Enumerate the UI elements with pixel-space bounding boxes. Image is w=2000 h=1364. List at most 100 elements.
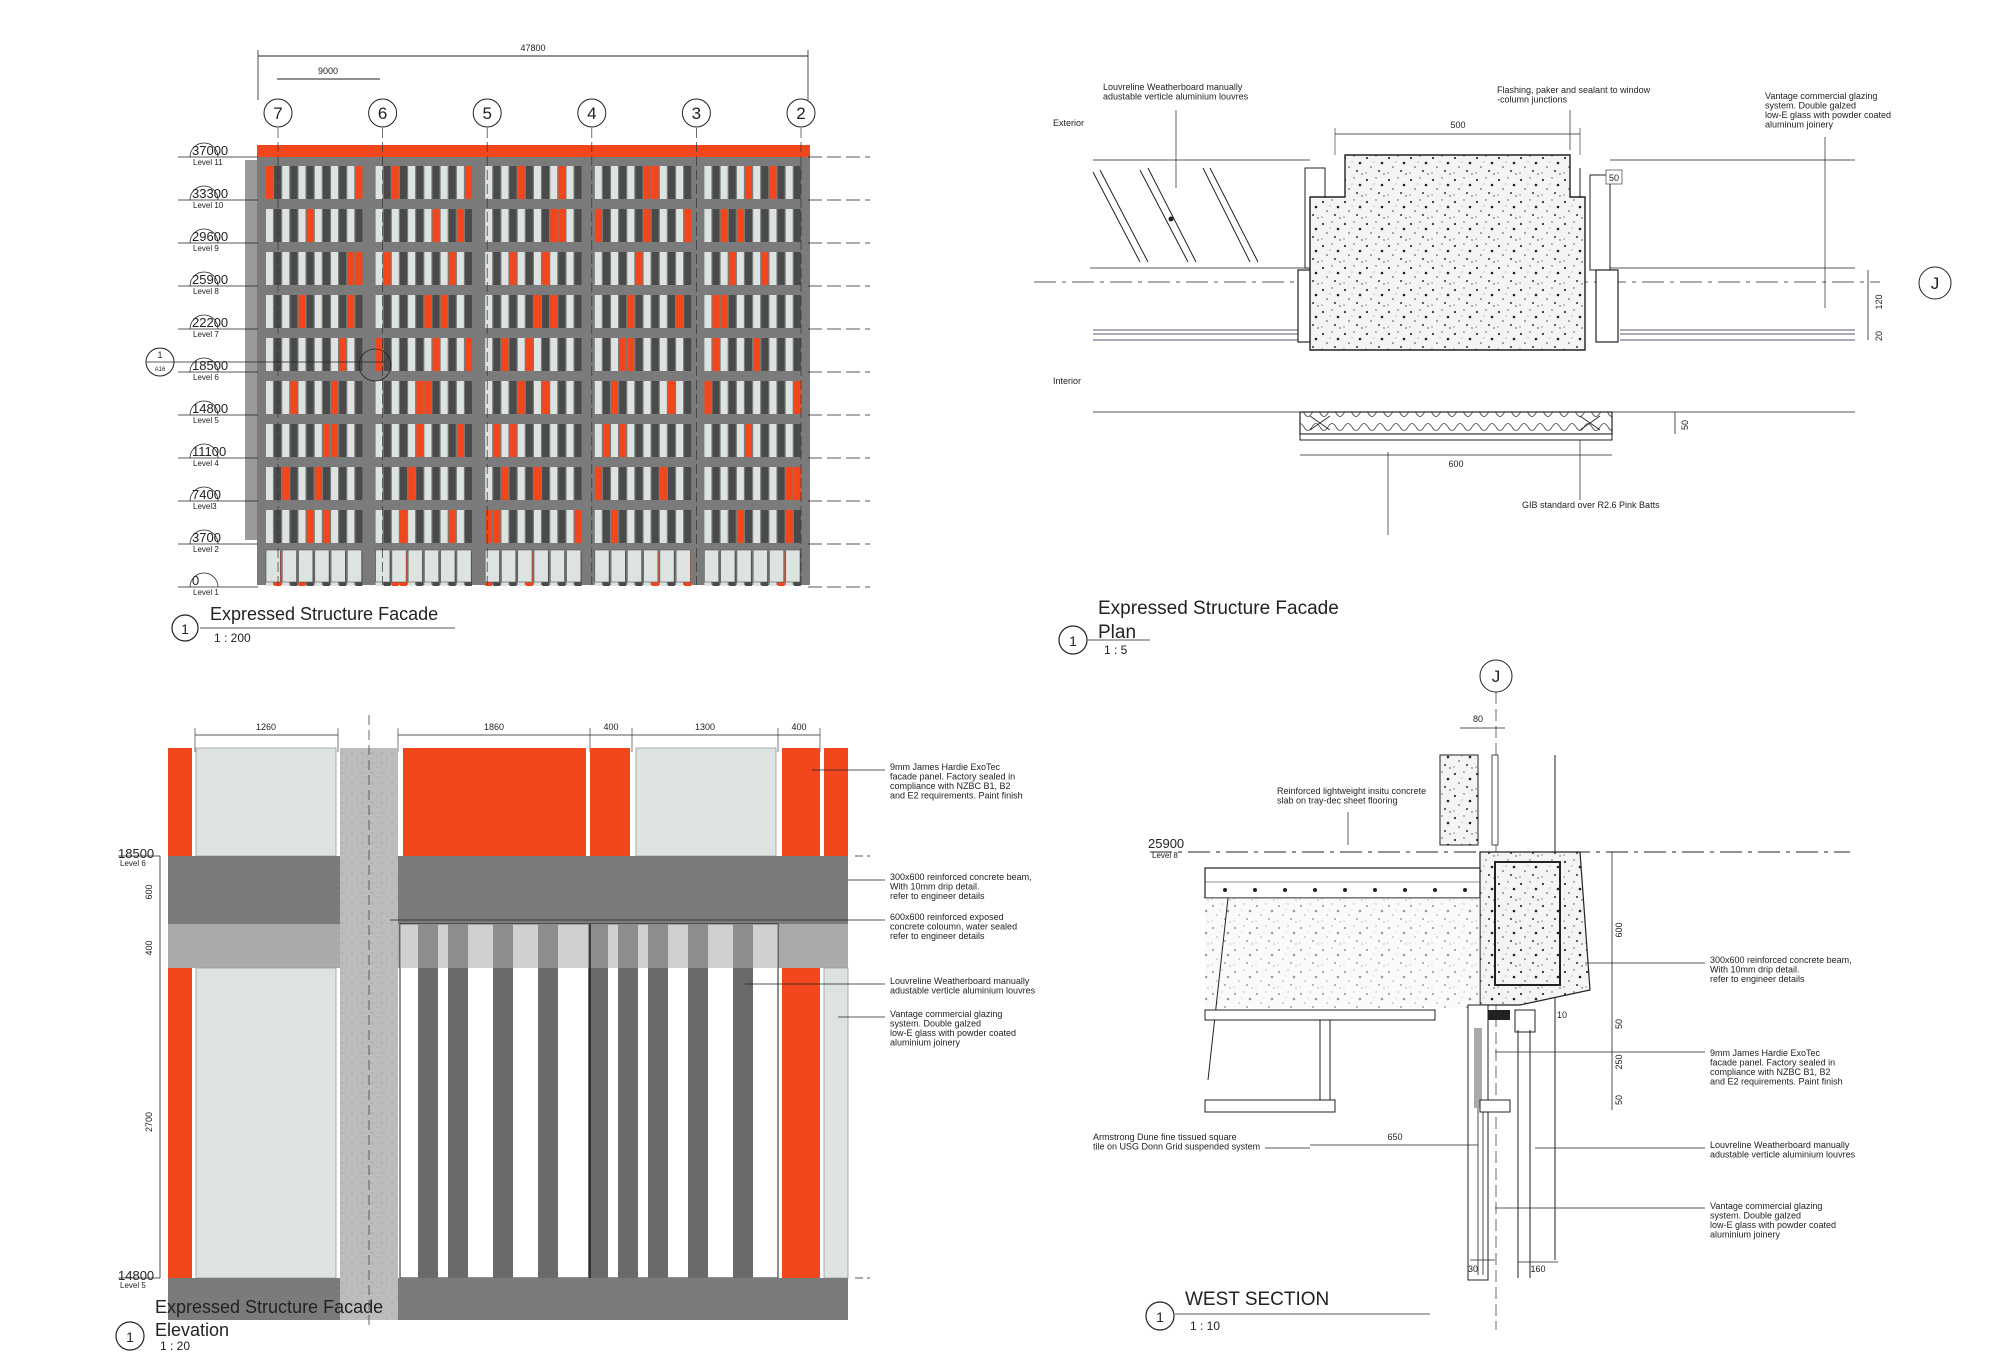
facade-window-pane <box>448 338 456 371</box>
ground-floor-glazing <box>314 549 330 583</box>
facade-window-pane <box>728 166 736 199</box>
facade-window-pane <box>432 166 440 199</box>
facade-window-pane <box>432 424 440 457</box>
facade-window-pane <box>769 424 777 457</box>
facade-window-pane <box>517 381 525 414</box>
level-name: Level 6 <box>193 373 219 382</box>
facade-window-pane <box>566 252 574 285</box>
ground-floor-glazing <box>281 549 297 583</box>
facade-window-pane <box>339 166 347 199</box>
facade-window-pane <box>432 381 440 414</box>
facade-window-pane <box>635 510 643 543</box>
facade-window-pane <box>619 424 627 457</box>
facade-window-pane <box>753 467 761 500</box>
facade-window-pane <box>651 510 659 543</box>
facade-window-pane <box>375 381 383 414</box>
facade-window-pane <box>408 381 416 414</box>
ground-floor-glazing <box>501 549 517 583</box>
facade-window-pane <box>266 424 273 457</box>
exterior-label: Exterior <box>1053 118 1084 128</box>
ground-floor-glazing <box>752 549 768 583</box>
level-value: 25900 <box>192 272 228 287</box>
ground-floor-glazing <box>610 549 626 583</box>
facade-window-pane <box>517 295 525 328</box>
facade-window-pane <box>745 252 752 285</box>
facade-window-pane <box>712 467 720 500</box>
facade-window-pane <box>509 467 517 500</box>
facade-window-pane <box>611 209 618 242</box>
facade-window-pane <box>408 166 416 199</box>
facade-window-pane <box>400 252 407 285</box>
gridline-label: 6 <box>378 104 387 123</box>
facade-window-pane <box>619 295 627 328</box>
facade-window-pane <box>736 510 744 543</box>
plan-scale: 1 : 5 <box>1104 643 1128 657</box>
facade-window-pane <box>347 295 355 328</box>
concrete-beam <box>168 856 848 924</box>
facade-window-pane <box>720 166 728 199</box>
facade-window-pane <box>684 338 692 371</box>
detail-elev-scale: 1 : 20 <box>160 1339 190 1353</box>
facade-window-pane <box>408 252 416 285</box>
ground-floor-glazing <box>440 549 456 583</box>
facade-window-pane <box>314 424 322 457</box>
facade-window-pane <box>391 252 399 285</box>
facade-window-pane <box>465 166 472 199</box>
gridline-bubble <box>368 98 398 128</box>
facade-window-pane <box>416 381 424 414</box>
facade-window-pane <box>400 467 407 500</box>
facade-window-pane <box>602 338 610 371</box>
facade-window-pane <box>493 424 501 457</box>
facade-window-pane <box>400 166 407 199</box>
louvre-blade <box>618 924 638 1278</box>
facade-window-pane <box>274 295 282 328</box>
dim-1860: 1860 <box>484 722 504 732</box>
view-number: 1 <box>181 621 189 637</box>
facade-window-pane <box>728 252 736 285</box>
concrete-column-plan <box>1309 154 1586 351</box>
facade-window-pane <box>322 338 330 371</box>
facade-window-pane <box>668 424 675 457</box>
facade-window-pane <box>322 252 330 285</box>
facade-window-pane <box>347 166 355 199</box>
facade-window-pane <box>424 252 432 285</box>
facade-window-pane <box>558 295 566 328</box>
facade-window-pane <box>793 166 801 199</box>
facade-window-pane <box>266 381 273 414</box>
facade-window-pane <box>659 381 667 414</box>
louvre-blade <box>688 924 708 1278</box>
facade-window-pane <box>712 252 720 285</box>
section-dims: 80 600 10 50 250 50 650 30 160 <box>1310 714 1624 1274</box>
level-value: 14800 <box>192 401 228 416</box>
facade-window-pane <box>566 295 574 328</box>
level-marker <box>189 486 219 502</box>
facade-window-pane <box>424 510 432 543</box>
facade-window-pane <box>355 295 363 328</box>
facade-window-pane <box>793 252 801 285</box>
facade-window-pane <box>558 510 566 543</box>
facade-window-pane <box>574 166 582 199</box>
facade-window-pane <box>550 424 558 457</box>
facade-window-pane <box>574 381 582 414</box>
facade-window-pane <box>720 510 728 543</box>
facade-window-pane <box>456 381 464 414</box>
facade-window-pane <box>274 510 282 543</box>
ground-floor-glazing <box>549 549 565 583</box>
level-value: 37000 <box>192 143 228 158</box>
facade-window-pane <box>298 381 306 414</box>
facade-window-pane <box>558 381 566 414</box>
facade-window-pane <box>314 295 322 328</box>
facade-window-pane <box>448 166 456 199</box>
facade-window-pane <box>676 424 684 457</box>
facade-window-pane <box>347 424 355 457</box>
facade-window-pane <box>659 295 667 328</box>
facade-window-pane <box>432 295 440 328</box>
facade-window-pane <box>347 252 355 285</box>
level5-value: 14800 <box>118 1268 154 1283</box>
facade-window-pane <box>651 295 659 328</box>
level-value: 11100 <box>192 444 226 459</box>
panel-upper-right-b <box>824 748 848 856</box>
